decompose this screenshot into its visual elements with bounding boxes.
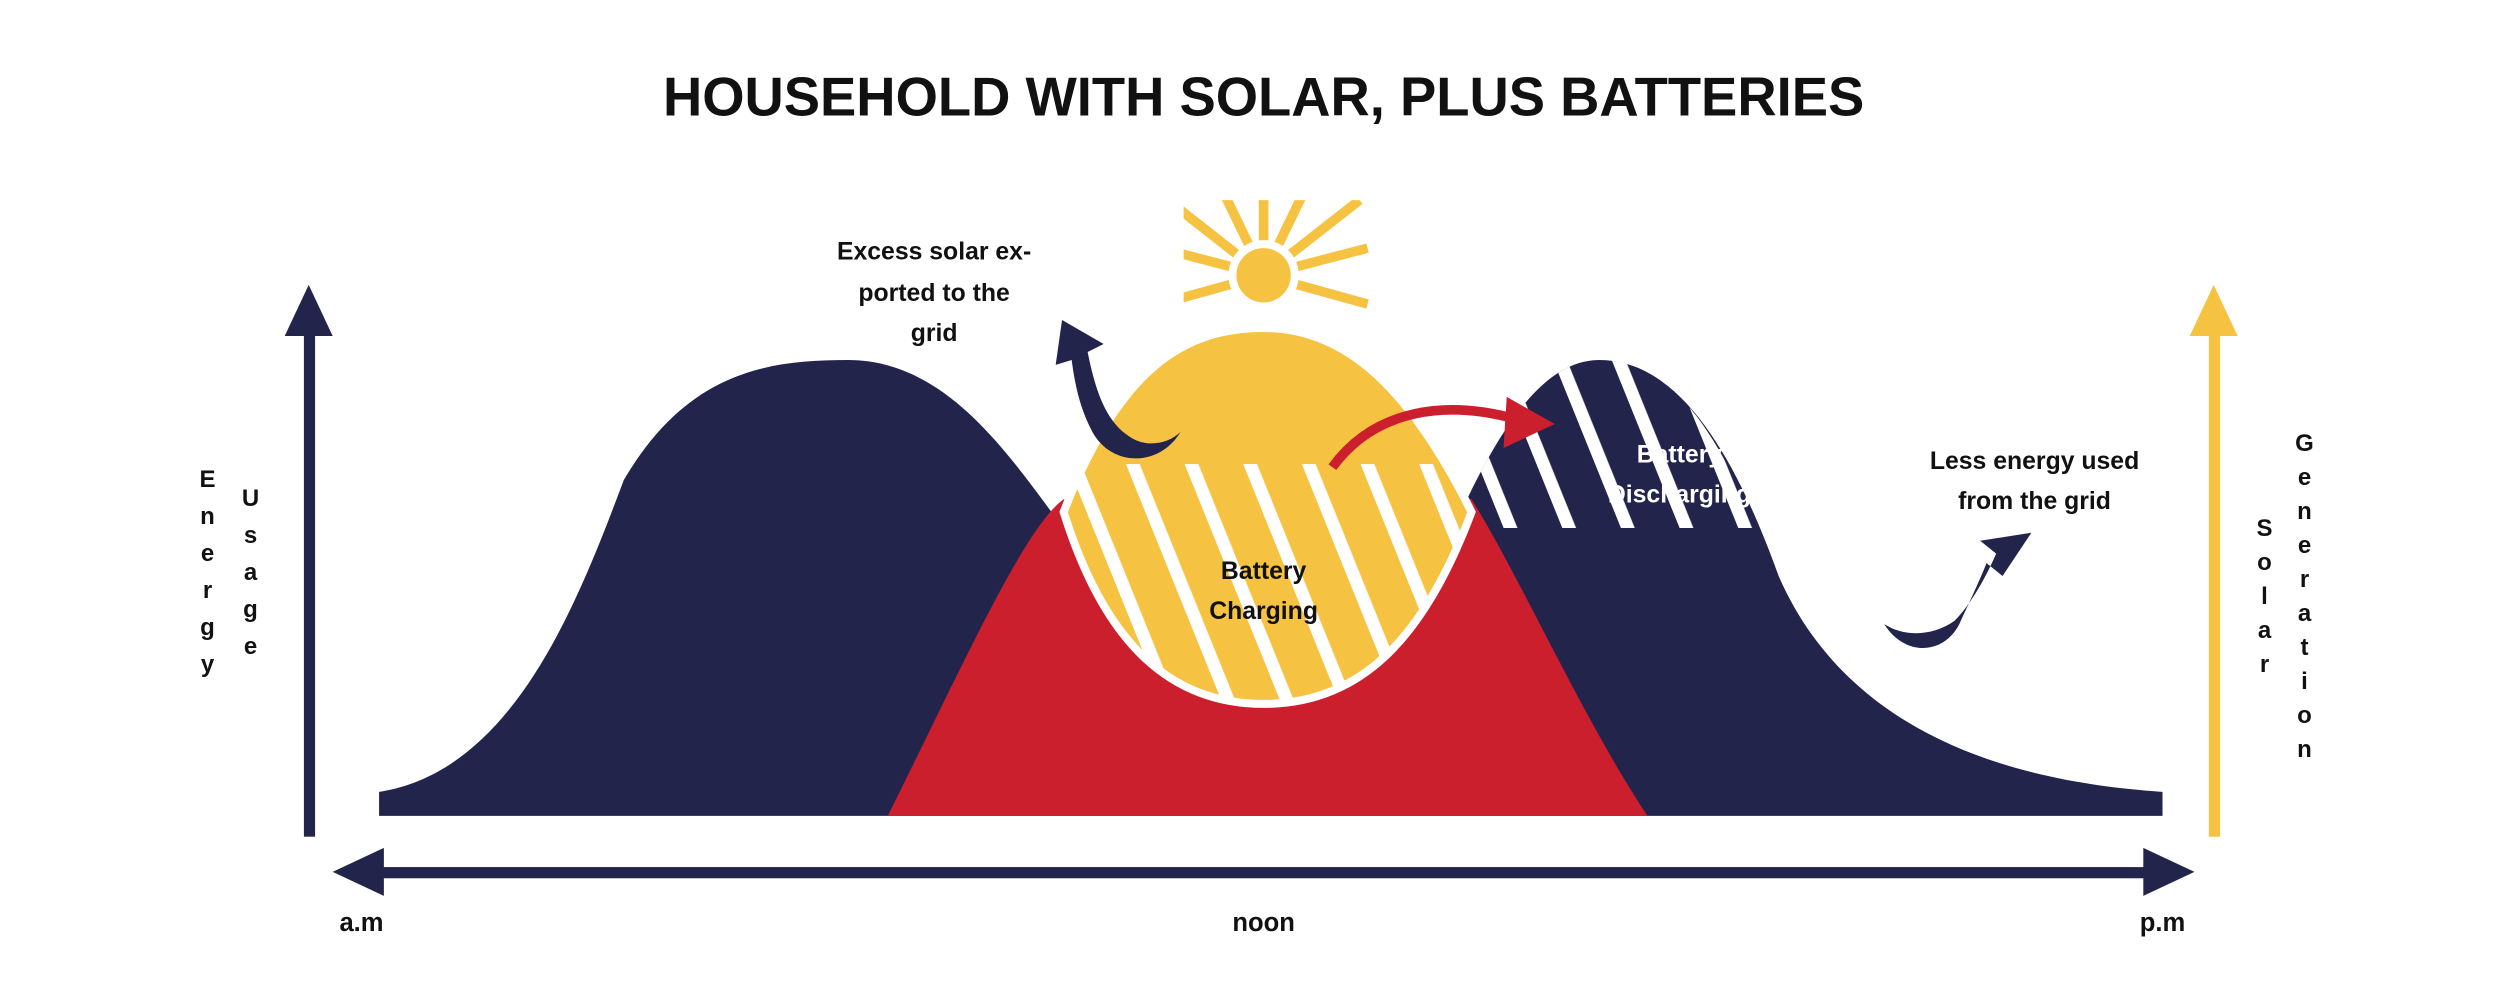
export-arrow-icon [1055,320,1181,459]
less-grid-label-2: from the grid [1958,488,2111,515]
charge-transfer-arrowhead-icon [1503,396,1555,449]
discharging-label-1: Battery [1637,441,1723,468]
x-label-noon: noon [1232,909,1295,937]
x-label-pm: p.m [2140,909,2185,937]
discharging-label-2: Discharging [1608,481,1751,508]
solar-generation-label: Solar Generation [2251,430,2318,770]
diagram-title: HOUSEHOLD WITH SOLAR, PLUS BATTERIES [663,66,1864,127]
less-grid-arrow-icon [1884,532,2032,648]
excess-solar-label-3: grid [911,320,958,347]
energy-usage-label: Energy Usage [194,466,264,688]
sun-icon [1183,200,1369,311]
less-grid-label-1: Less energy used [1930,448,2139,475]
excess-solar-label-1: Excess solar ex- [837,238,1031,265]
charging-label-1: Battery [1221,558,1307,585]
x-label-am: a.m [339,909,383,937]
energy-axis [284,284,333,837]
solar-axis [2189,284,2238,837]
excess-solar-label-2: ported to the [858,280,1009,307]
charge-transfer-arrow-icon [1328,405,1518,471]
time-axis [332,847,2195,896]
charging-label-2: Charging [1209,598,1318,625]
